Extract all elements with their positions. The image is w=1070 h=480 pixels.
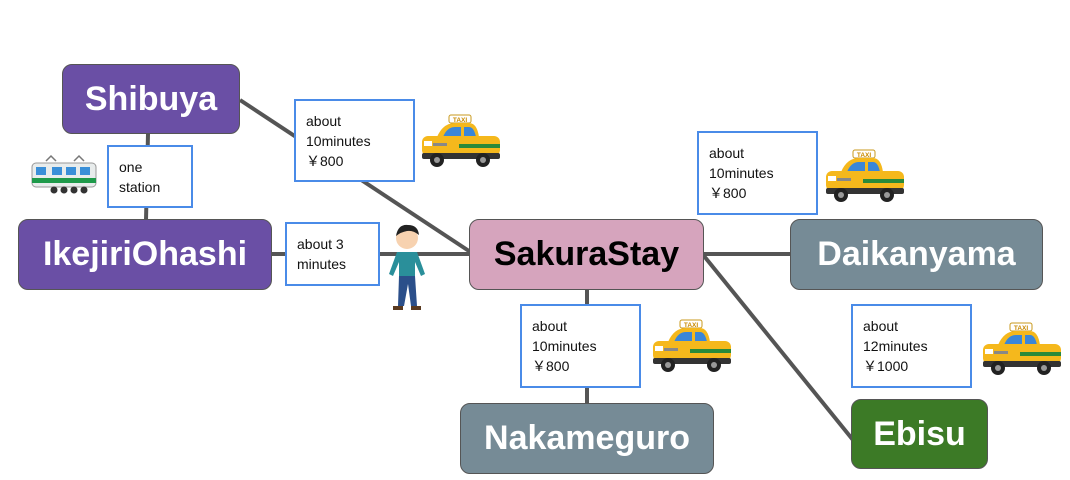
- node-ikejiri-ohashi: IkejiriOhashi: [18, 219, 272, 290]
- taxi-icon: TAXI: [653, 319, 731, 372]
- node-shibuya: Shibuya: [62, 64, 240, 134]
- note-sakura-nakameguro: about 10minutes ￥800: [520, 304, 641, 388]
- taxi-icon: TAXI: [826, 149, 904, 202]
- note-sakura-daikanyama: about 10minutes ￥800: [697, 131, 818, 215]
- svg-text:TAXI: TAXI: [1014, 325, 1029, 332]
- svg-text:TAXI: TAXI: [684, 322, 699, 329]
- svg-text:TAXI: TAXI: [857, 152, 872, 159]
- note-line: about: [306, 113, 342, 129]
- note-line: 10minutes: [709, 165, 774, 181]
- note-line: 10minutes: [306, 133, 371, 149]
- node-daikanyama: Daikanyama: [790, 219, 1043, 290]
- note-line: about: [863, 318, 899, 334]
- note-line: 10minutes: [532, 338, 597, 354]
- line-sakura-ebisu: [702, 254, 855, 442]
- note-line: one: [119, 159, 143, 175]
- note-line: ￥800: [306, 153, 344, 169]
- taxi-icon: TAXI: [983, 322, 1061, 375]
- node-label: SakuraStay: [493, 235, 680, 273]
- node-label: IkejiriOhashi: [42, 235, 248, 273]
- note-line: about: [709, 145, 745, 161]
- train-icon: [31, 154, 97, 194]
- note-shibuya-sakura: about 10minutes ￥800: [294, 99, 415, 182]
- note-ikejiri-sakura: about 3 minutes: [285, 222, 380, 286]
- taxi-icon: TAXI: [422, 114, 500, 167]
- node-label: Nakameguro: [484, 419, 690, 457]
- node-ebisu: Ebisu: [851, 399, 988, 469]
- svg-text:TAXI: TAXI: [453, 117, 468, 124]
- node-label: Daikanyama: [817, 235, 1016, 273]
- note-line: ￥800: [709, 185, 747, 201]
- note-shibuya-ikejiri: one station: [107, 145, 193, 208]
- note-line: about 3: [297, 236, 344, 252]
- node-nakameguro: Nakameguro: [460, 403, 714, 474]
- note-line: station: [119, 179, 161, 195]
- note-sakura-ebisu: about 12minutes ￥1000: [851, 304, 972, 388]
- note-line: about: [532, 318, 568, 334]
- node-label: Shibuya: [84, 79, 218, 118]
- note-line: ￥800: [532, 358, 570, 374]
- note-line: ￥1000: [863, 358, 909, 374]
- note-line: 12minutes: [863, 338, 928, 354]
- node-label: Ebisu: [873, 414, 966, 453]
- node-sakurastay: SakuraStay: [469, 219, 704, 290]
- note-line: minutes: [297, 256, 347, 272]
- walking-person-icon: [389, 224, 425, 310]
